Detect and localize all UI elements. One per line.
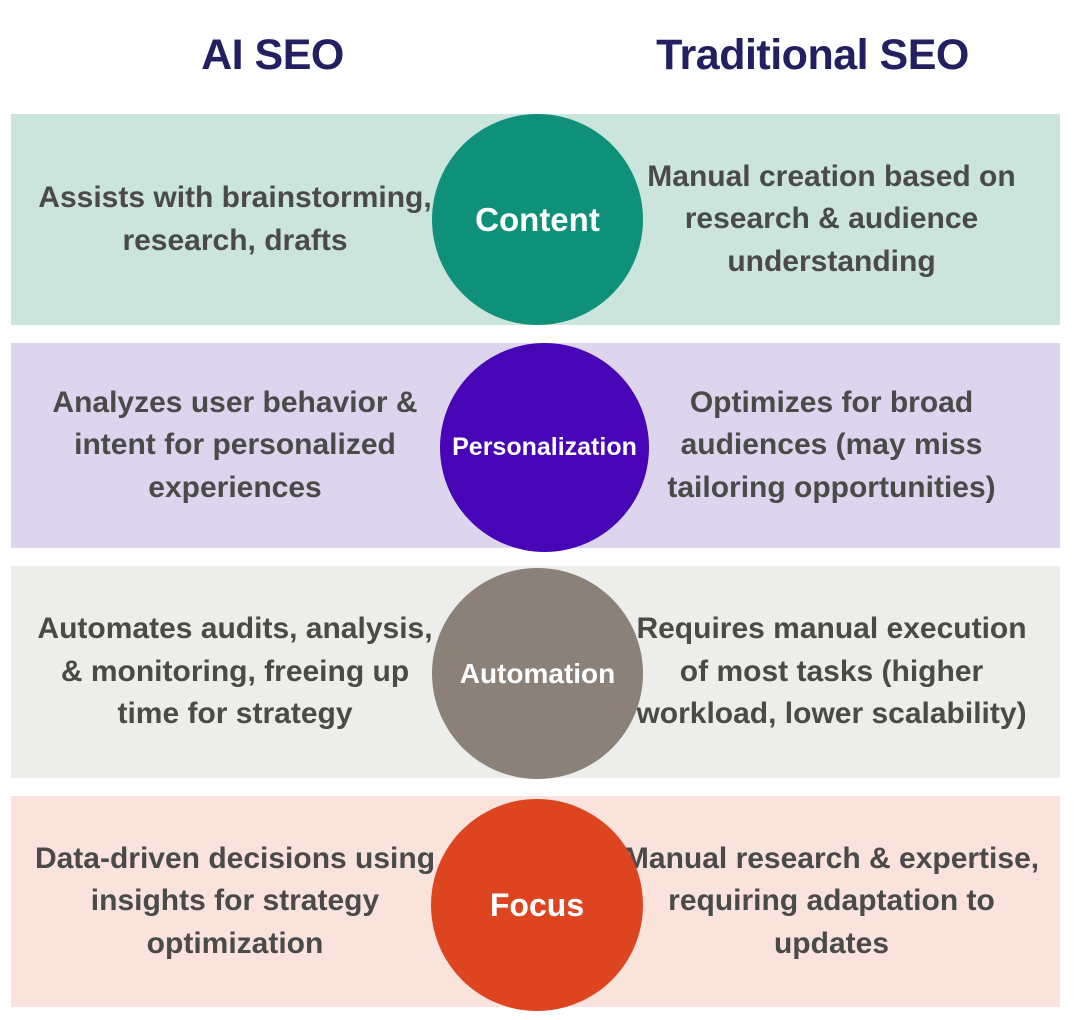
traditional-seo-cell-automation: Requires manual execution of most tasks … (636, 612, 1027, 731)
column-header-traditional-seo: Traditional SEO (656, 31, 969, 79)
traditional-seo-cell-focus: Manual research & expertise, requiring a… (623, 841, 1040, 960)
column-headers: AI SEO Traditional SEO (0, 0, 1080, 108)
ai-seo-cell-content: Assists with brainstorming, research, dr… (38, 180, 432, 257)
traditional-seo-cell-content: Manual creation based on research & audi… (647, 159, 1016, 278)
category-circle-focus: Focus (431, 799, 643, 1011)
column-header-ai-seo: AI SEO (201, 31, 344, 79)
category-circle-automation: Automation (432, 568, 643, 779)
traditional-seo-cell-personalization: Optimizes for broad audiences (may miss … (667, 385, 996, 504)
ai-seo-cell-focus: Data-driven decisions using insights for… (34, 841, 436, 960)
category-circle-personalization: Personalization (440, 343, 649, 552)
ai-seo-cell-automation: Automates audits, analysis, & monitoring… (37, 612, 433, 731)
category-circle-content: Content (432, 114, 643, 325)
ai-seo-cell-personalization: Analyzes user behavior & intent for pers… (52, 385, 418, 504)
